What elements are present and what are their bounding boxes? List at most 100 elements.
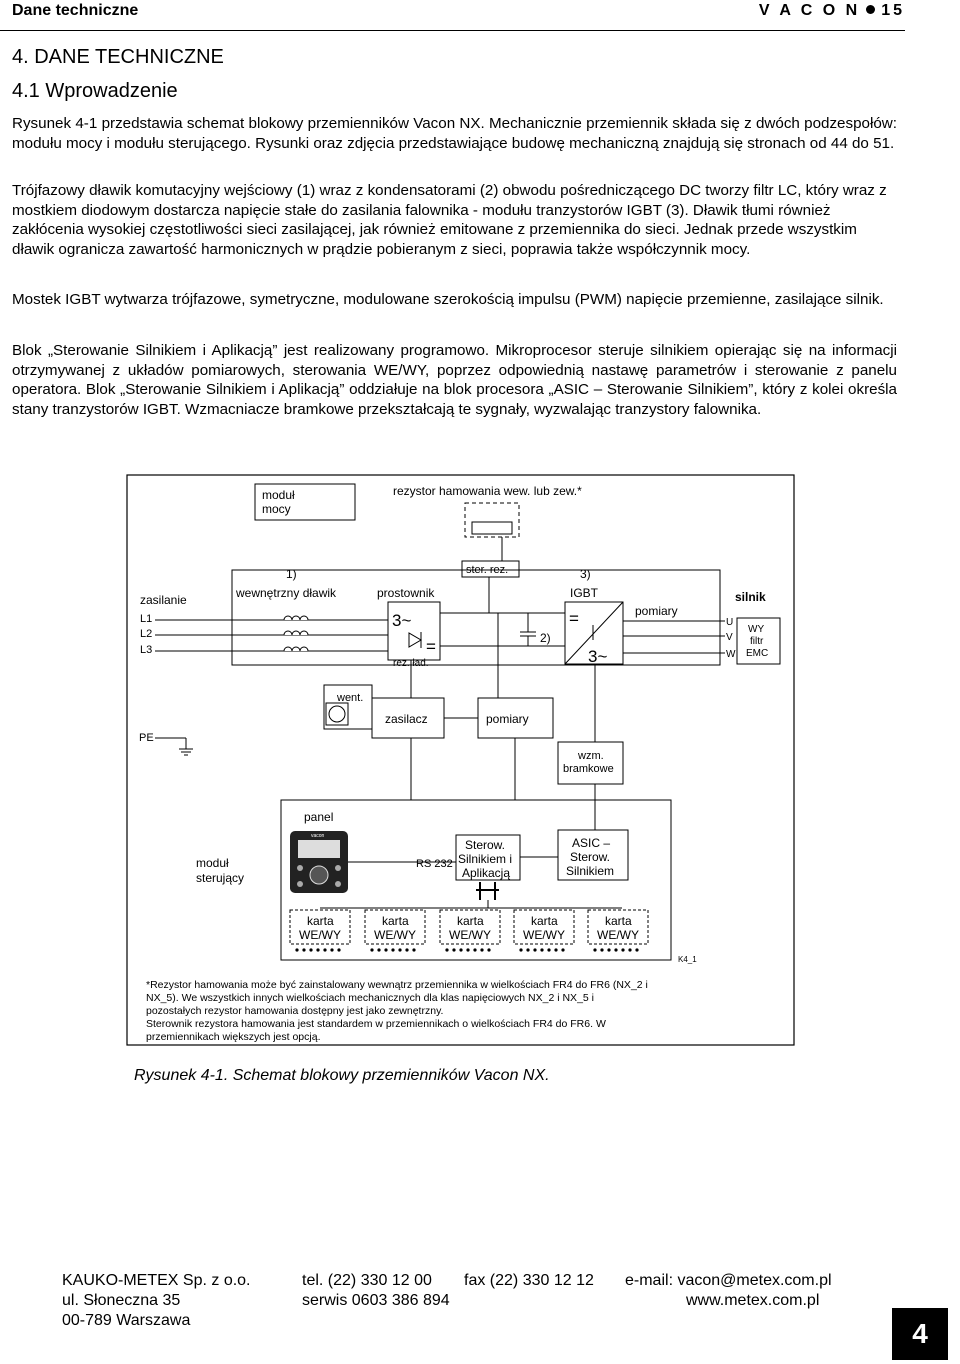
wzm-label-1: wzm.: [577, 750, 604, 762]
filtr-label-3: EMC: [746, 648, 768, 659]
went-label: went.: [336, 692, 363, 704]
svg-text:WE/WY: WE/WY: [523, 928, 565, 942]
zasilacz-label: zasilacz: [385, 712, 428, 726]
header-brand: V A C O N 15: [759, 2, 905, 20]
diode-icon: [408, 632, 422, 648]
igbt-dc-symbol: =: [569, 609, 579, 628]
footer-www: www.metex.com.pl: [686, 1292, 820, 1309]
footer-fax: fax (22) 330 12 12: [464, 1272, 594, 1289]
footer-email: e-mail: vacon@metex.com.pl: [625, 1272, 832, 1289]
footer-page-number: 4: [892, 1308, 948, 1360]
paragraph-4: Blok „Sterowanie Silnikiem i Aplikacją” …: [12, 342, 897, 418]
footer-serwis: serwis 0603 386 894: [302, 1292, 450, 1309]
page-header: Dane techniczne V A C O N 15: [0, 0, 905, 31]
rezystor-label: rezystor hamowania wew. lub zew.*: [393, 484, 582, 498]
section-heading: 4.1 Wprowadzenie: [12, 80, 178, 102]
footer-street: ul. Słoneczna 35: [62, 1292, 181, 1309]
io-card-5: karta WE/WY: [587, 909, 649, 945]
zasilanie-label: zasilanie: [140, 593, 187, 607]
svg-text:karta: karta: [307, 914, 334, 928]
phase-l2: L2: [140, 628, 152, 640]
svg-text:karta: karta: [382, 914, 409, 928]
footer-city: 00-789 Warszawa: [62, 1312, 191, 1329]
brand-name: V A C O N: [758, 2, 861, 19]
filtr-box: [736, 617, 781, 665]
label-3: 3): [580, 567, 591, 581]
rezystor-dashed-box: [464, 502, 520, 538]
pe-label: PE: [139, 732, 154, 744]
note-line-1: *Rezystor hamowania może być zainstalowa…: [146, 979, 648, 991]
rect-dc-symbol: =: [426, 637, 436, 656]
modul-sterujacy-1: moduł: [196, 856, 229, 870]
paragraph-2: Trójfazowy dławik komutacyjny wejściowy …: [12, 182, 887, 258]
io-card-4: karta WE/WY: [513, 909, 575, 945]
modul-mocy-label-1: moduł: [262, 488, 295, 502]
bus-connector-icon: [476, 882, 499, 900]
terminal-dots: [295, 948, 639, 952]
svg-text:WE/WY: WE/WY: [299, 928, 341, 942]
filtr-label-1: WY: [748, 624, 764, 635]
header-page-number: 15: [881, 2, 905, 19]
sterowanie-label-2: Silnikiem i: [458, 852, 512, 866]
asic-box: [557, 829, 629, 881]
svg-text:karta: karta: [531, 914, 558, 928]
header-section-title: Dane techniczne: [12, 2, 139, 19]
power-frame: [231, 569, 721, 666]
svg-text:WE/WY: WE/WY: [597, 928, 639, 942]
ster-rez-box: [461, 560, 520, 578]
footer-company: KAUKO-METEX Sp. z o.o.: [62, 1272, 251, 1289]
asic-label-2: Sterow.: [570, 850, 610, 864]
coil-icon-1: [283, 615, 309, 621]
coil-icon-2: [283, 630, 309, 636]
io-card-3: karta WE/WY: [439, 909, 501, 945]
footer-tel: tel. (22) 330 12 00: [302, 1272, 432, 1289]
modul-sterujacy-2: sterujący: [196, 871, 244, 885]
svg-text:WE/WY: WE/WY: [449, 928, 491, 942]
diagram-frame: [126, 474, 795, 1046]
svg-text:karta: karta: [457, 914, 484, 928]
dlawik-label: wewnętrzny dławik: [235, 586, 337, 600]
pomiary-top-label: pomiary: [635, 604, 678, 618]
pomiary-mid-label: pomiary: [486, 712, 529, 726]
phase-l3: L3: [140, 644, 152, 656]
phase-l1: L1: [140, 613, 152, 625]
filtr-label-2: filtr: [750, 636, 764, 647]
note-line-5: przemiennikach większych jest opcją.: [146, 1031, 321, 1043]
svg-text:WE/WY: WE/WY: [374, 928, 416, 942]
io-card-2: karta WE/WY: [364, 909, 426, 945]
figure-caption: Rysunek 4-1. Schemat blokowy przemiennik…: [134, 1067, 550, 1084]
rect-ac-symbol: 3~: [392, 611, 411, 630]
note-line-3: pozostałych rezystor hamowania dostępny …: [146, 1005, 443, 1017]
phase-v: V: [726, 632, 733, 643]
wzm-box: [557, 741, 624, 785]
modul-mocy-box: [254, 483, 356, 521]
block-diagram: moduł mocy rezystor hamowania wew. lub z…: [126, 474, 795, 1046]
asic-label-3: Silnikiem: [566, 864, 614, 878]
sterowanie-box: [455, 834, 521, 881]
prostownik-box: [387, 601, 441, 661]
note-line-4: Sterownik rezystora hamowania jest stand…: [146, 1018, 606, 1030]
fan-icon: [328, 705, 346, 723]
phase-u: U: [726, 617, 733, 628]
igbt-ac-symbol: 3~: [588, 647, 607, 666]
control-frame: [280, 799, 672, 961]
igbt-label: IGBT: [570, 586, 599, 600]
svg-text:karta: karta: [605, 914, 632, 928]
modul-mocy-label-2: mocy: [262, 502, 291, 516]
paragraph-1: Rysunek 4-1 przedstawia schemat blokowy …: [12, 115, 897, 152]
phase-w: W: [726, 649, 736, 660]
chapter-heading: 4. DANE TECHNICZNE: [12, 46, 224, 68]
label-1: 1): [286, 567, 297, 581]
bullet-icon: [866, 5, 876, 15]
prostownik-label: prostownik: [377, 586, 435, 600]
sterowanie-label-3: Aplikacją: [462, 866, 510, 880]
keypad-brand: vacon: [311, 833, 325, 839]
wzm-label-2: bramkowe: [563, 763, 614, 775]
coil-icon-3: [283, 646, 309, 652]
sterowanie-label-1: Sterow.: [465, 838, 505, 852]
rs232-label: RS 232: [416, 858, 453, 870]
figure-ref: K4_1: [678, 955, 697, 964]
note-line-2: NX_5). We wszystkich innych wielkościach…: [146, 992, 594, 1004]
label-2: 2): [540, 631, 551, 645]
resistor-icon: [471, 521, 513, 535]
